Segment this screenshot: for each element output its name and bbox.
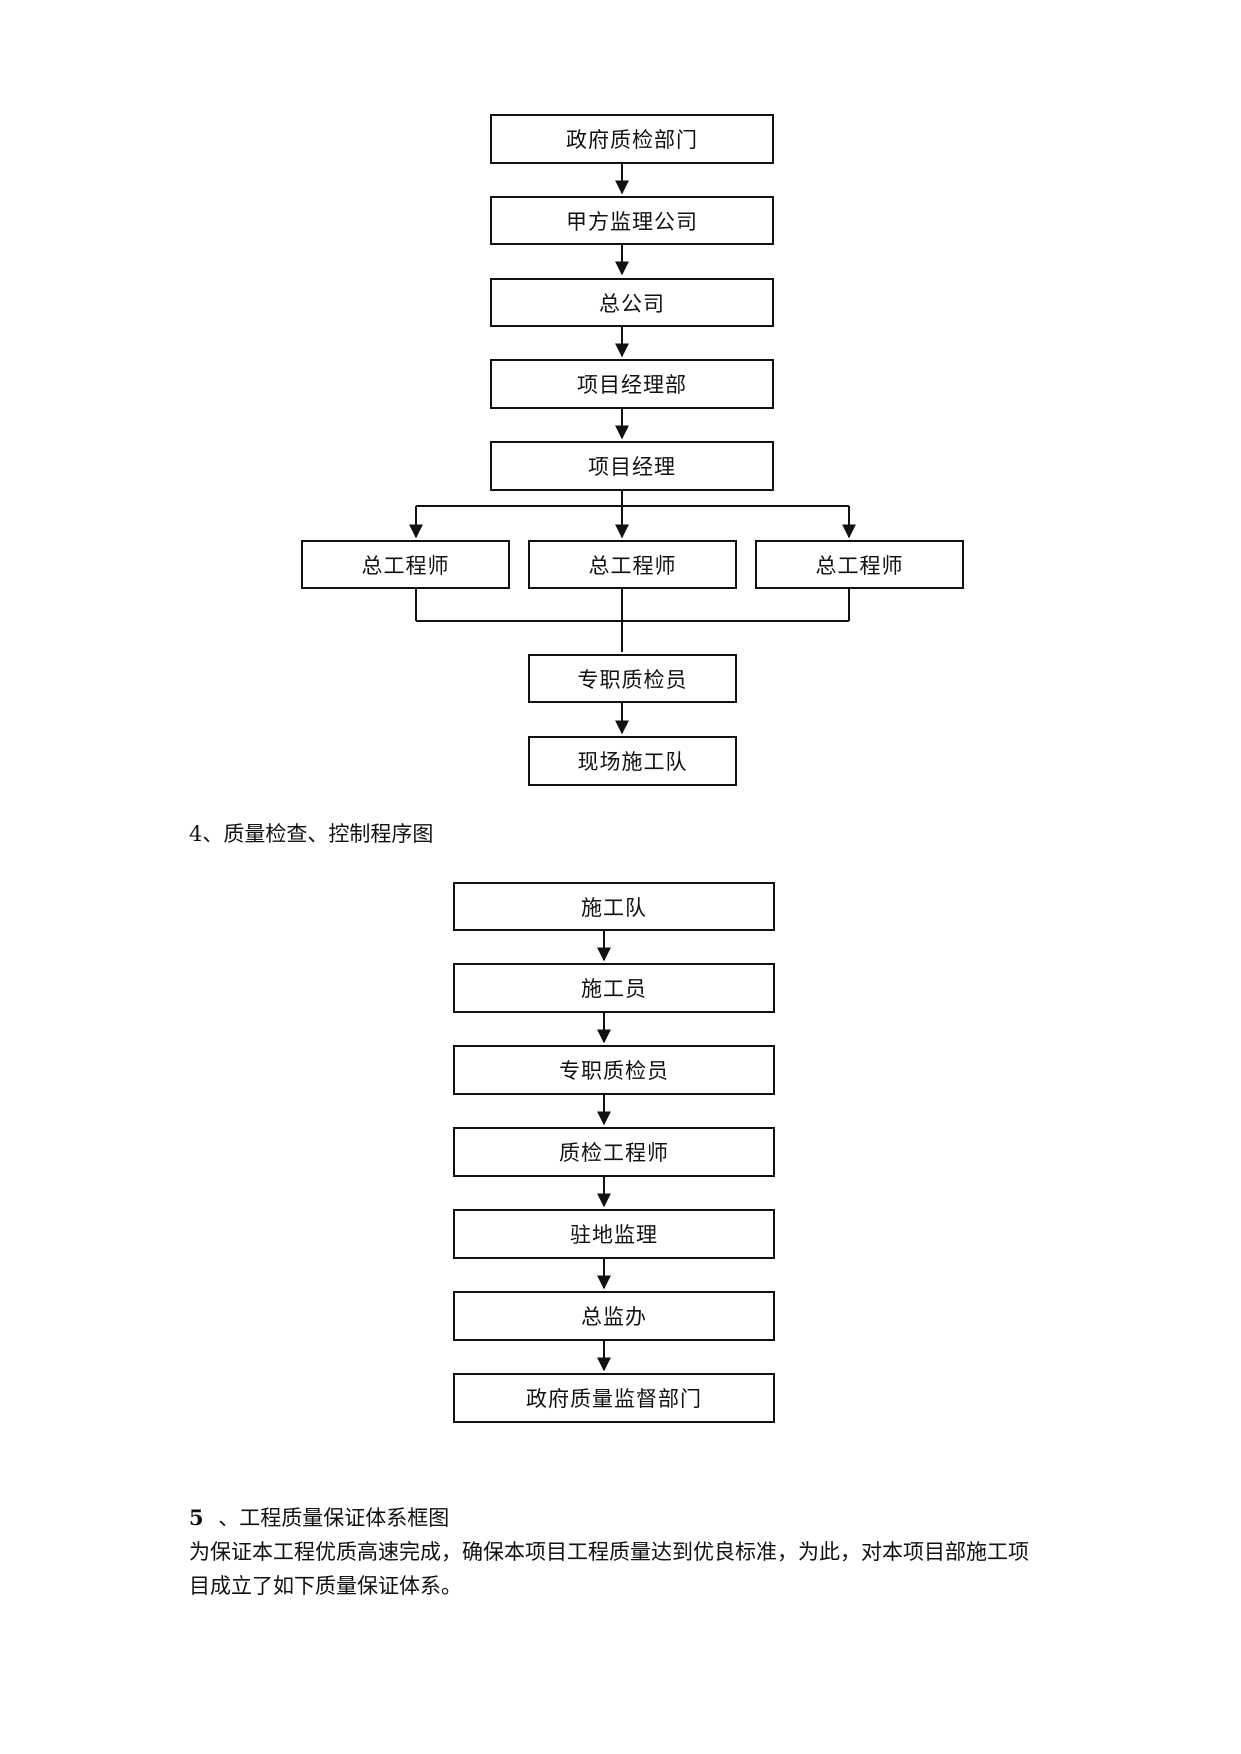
process-node: 施工队 (453, 882, 775, 931)
org-node: 总工程师 (528, 540, 737, 589)
org-node: 专职质检员 (528, 654, 737, 703)
chart1-connectors (409, 164, 856, 735)
org-node: 现场施工队 (528, 736, 737, 786)
org-node: 总公司 (490, 278, 774, 327)
org-node: 总工程师 (301, 540, 510, 589)
org-node: 甲方监理公司 (490, 196, 774, 245)
section-heading: 5 、工程质量保证体系框图 (189, 1502, 449, 1534)
process-node: 质检工程师 (453, 1127, 775, 1177)
process-node: 施工员 (453, 963, 775, 1013)
process-node: 驻地监理 (453, 1209, 775, 1259)
org-node: 总工程师 (755, 540, 964, 589)
section-heading: 4、质量检查、控制程序图 (189, 822, 434, 846)
process-node: 专职质检员 (453, 1045, 775, 1095)
section-number: 5 (189, 1505, 204, 1530)
body-paragraph-line: 目成立了如下质量保证体系。 (189, 1574, 462, 1598)
org-node: 政府质检部门 (490, 114, 774, 164)
org-node: 项目经理部 (490, 359, 774, 409)
body-paragraph-line: 为保证本工程优质高速完成，确保本项目工程质量达到优良标准，为此，对本项目部施工项 (189, 1540, 1029, 1564)
process-node: 政府质量监督部门 (453, 1373, 775, 1423)
org-node: 项目经理 (490, 441, 774, 491)
section-title: 、工程质量保证体系框图 (218, 1506, 450, 1530)
process-node: 总监办 (453, 1291, 775, 1341)
